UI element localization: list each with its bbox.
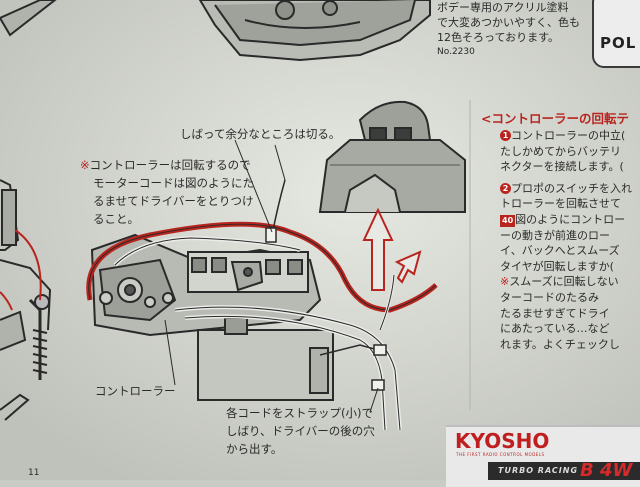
top-left-fragment [0,0,57,37]
body-shell-drawing [198,0,431,62]
note-cut-excess: しばって余分なところは切る。 [180,127,341,141]
brand-logo: KYOSHO [455,429,550,453]
paint-description: ボデー専用のアクリル塗料で大変あつかいやすく、色も 12色そろっております。 No.… [437,0,580,60]
note-controller-rotation: ※コントローラーは回転するので [80,158,251,174]
product-strip [488,462,640,480]
wires [86,179,438,431]
note-controller-line-3: るませてドライバーをとりつけ [93,194,254,208]
step-1-line-1: コントローラーの中立( [511,129,626,142]
caution-line-3: たるませすぎてドライ [500,306,610,320]
suspension-drawing [0,179,52,421]
note-controller-line-1: コントローラーは回転するので [89,158,251,172]
step-marker: 1 [500,130,511,141]
leader-lines [164,139,379,413]
note-strap-line-1: 各コードをストラップ(小)で [226,406,373,420]
servo-mount-drawing [318,100,466,213]
product-strip-number: B 4W [580,460,633,481]
paint-line-3: 12色そろっております。 [437,31,560,44]
product-strip-text: TURBO RACING [498,466,579,475]
brand-tagline: THE FIRST RADIO CONTROL MODELS [456,452,545,457]
caution-marker: ※ [500,275,510,289]
rotation-arrows [362,207,422,291]
step-1-line-2: たしかめてからバッテリ [500,144,621,158]
step-2-line-1: プロポのスイッチを入れ [511,181,632,195]
paint-code: No.2230 [437,47,475,57]
step-marker: 2 [500,182,511,194]
step-3-line-4: タイヤが回転しますか( [500,259,614,273]
note-strap-line-2: しばり、ドライバーの後の穴 [226,424,375,438]
paint-jar-label: POL [600,34,637,52]
paint-line-1: ボデー専用のアクリル塗料 [437,1,569,14]
note-controller-line-4: ること。 [93,212,139,226]
list-item: ※スムーズに回転しない [500,274,632,290]
figure-ref-marker: 40 [500,214,516,227]
paint-line-2: で大変あつかいやすく、色も [437,16,580,29]
step-3-line-2: ーの動きが前進のロー [500,228,610,242]
step-2-line-2: トローラーを回転させて [500,197,621,211]
paint-jar-image: POL [592,0,640,68]
note-mark: ※ [80,158,90,172]
caution-line-4: にあたっている…など [500,322,610,336]
caution-line-1: スムーズに回転しない [509,275,619,289]
note-controller-line-2: モーターコードは図のようにた [93,176,254,190]
section-heading: <コントローラーの回転テ [481,111,629,126]
page-mark: 11 [28,468,40,478]
step-3-line-1: 図のようにコントロー [515,212,626,226]
caution-line-2: ターコードのたるみ [500,290,599,304]
label-controller: コントローラー [95,384,176,398]
caution-line-5: れます。よくチェックし [500,337,620,351]
note-strap-line-3: から出す。 [226,442,283,456]
step-3-line-3: イ、バックへとスムーズ [500,244,620,258]
step-1-line-3: ネクターを接続します。( [500,160,624,174]
